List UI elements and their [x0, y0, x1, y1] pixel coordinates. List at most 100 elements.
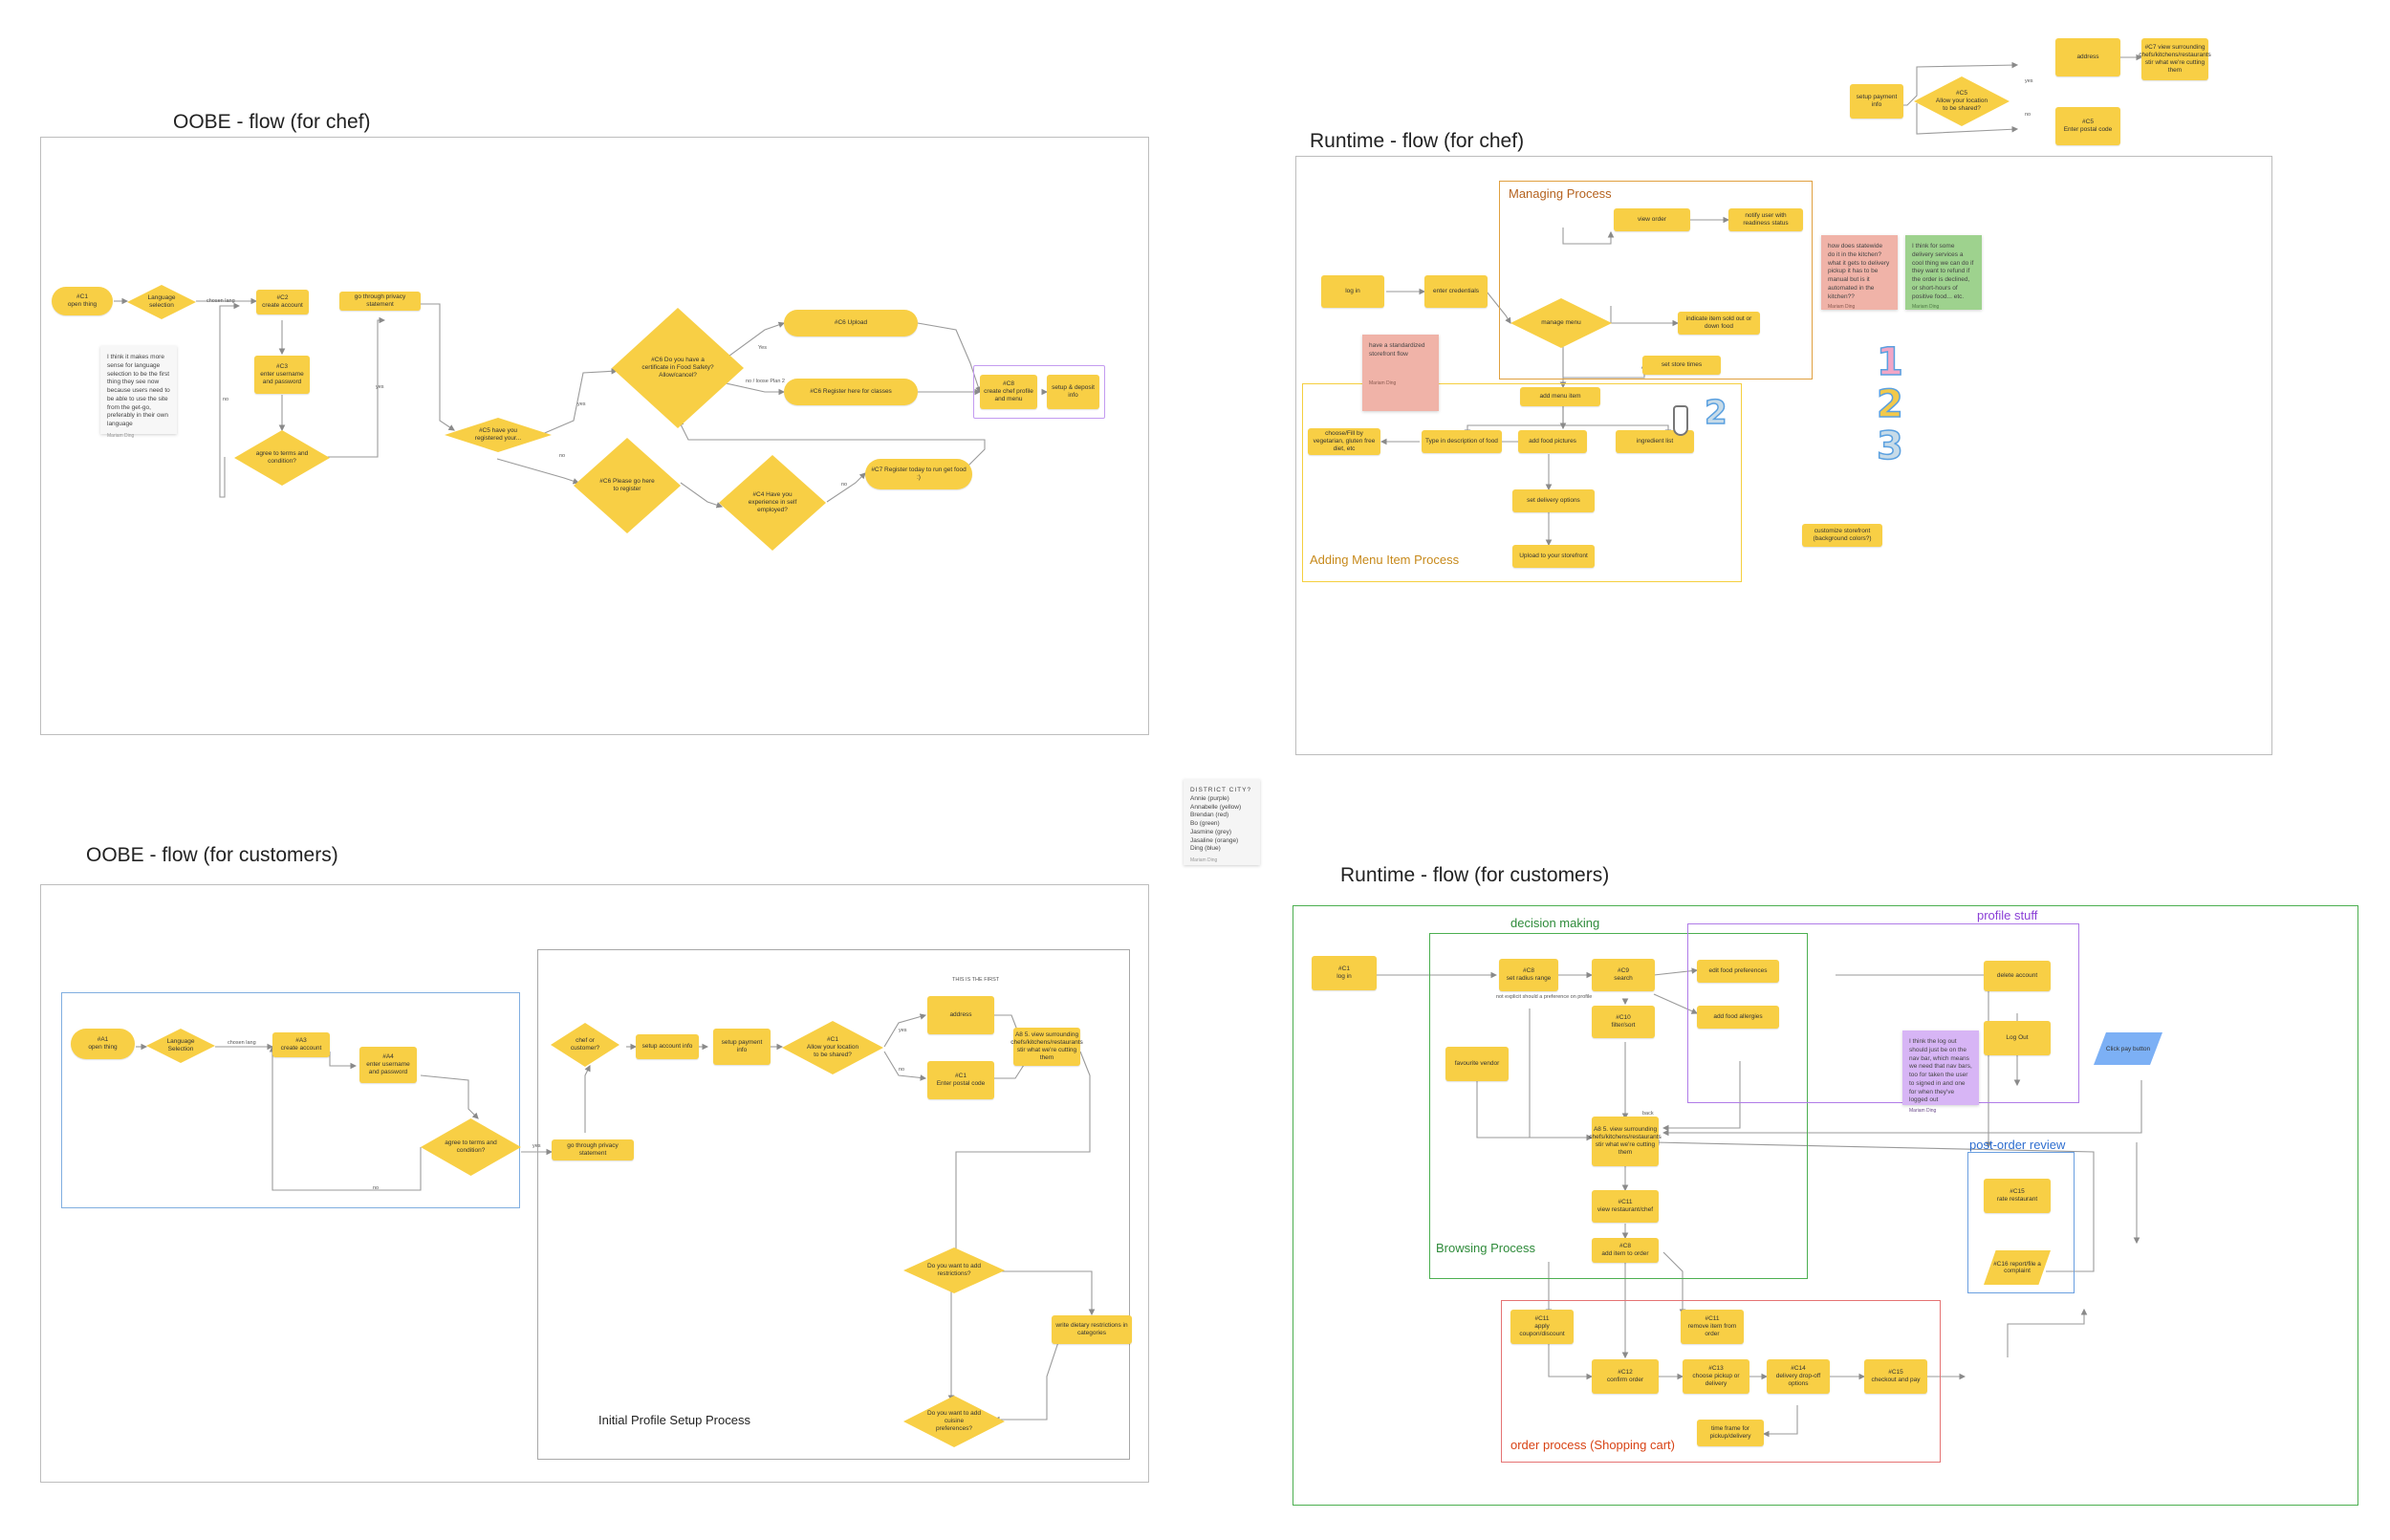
node-view-surrounding[interactable]: A8 5. view surrounding chefs/kitchens/re…	[1013, 1028, 1080, 1066]
node-register-here[interactable]: #C6 Register here for classes	[784, 379, 918, 405]
node-view-surrounding-top[interactable]: #C7 view surrounding chefs/kitchens/rest…	[2141, 38, 2208, 80]
label-order-process: order process (Shopping cart)	[1510, 1438, 1675, 1452]
node-enter-username[interactable]: #C3 enter username and password	[254, 356, 310, 394]
label-this-is-first: THIS IS THE FIRST	[952, 977, 999, 983]
node-login-chef[interactable]: log in	[1321, 275, 1384, 308]
node-type-description[interactable]: Type in description of food	[1422, 430, 1502, 453]
node-privacy[interactable]: go through privacy statement	[339, 292, 421, 311]
node-setup-account-info[interactable]: setup account info	[636, 1034, 699, 1059]
node-address[interactable]: address	[927, 996, 994, 1034]
node-address-top[interactable]: address	[2055, 38, 2120, 76]
node-remove-item[interactable]: #C11 remove item from order	[1681, 1310, 1744, 1344]
label-no: no	[223, 397, 228, 402]
node-write-restrictions[interactable]: write dietary restrictions in categories	[1052, 1315, 1132, 1344]
decision-please-register[interactable]: #C6 Please go here to register	[574, 438, 681, 533]
node-create-account[interactable]: #C2 create account	[256, 290, 309, 315]
node-register-today[interactable]: #C7 Register today to run get food :)	[865, 459, 972, 489]
label-no-3: no	[841, 482, 847, 488]
decision-certificate[interactable]: #C6 Do you have a certificate in Food Sa…	[612, 308, 744, 428]
sticker-number-2: 2	[1877, 382, 1903, 426]
label-no-later: no / loose Plan 2	[746, 379, 785, 384]
decision-agree-terms[interactable]: agree to terms and condition?	[234, 430, 330, 486]
node-login-customer[interactable]: #C1 log in	[1312, 956, 1377, 990]
node-add-food-allergies[interactable]: add food allergies	[1697, 1006, 1779, 1029]
node-rate-restaurant[interactable]: #C15 rate restaurant	[1984, 1179, 2051, 1213]
node-enter-postal[interactable]: #C1 Enter postal code	[927, 1061, 994, 1099]
node-choose-tags[interactable]: choose/Fill by vegetarian, gluten free d…	[1308, 428, 1380, 455]
decision-chef-or-customer[interactable]: chef or customer?	[551, 1023, 619, 1067]
node-log-out[interactable]: Log Out	[1984, 1021, 2051, 1055]
label-browsing-process: Browsing Process	[1436, 1241, 1535, 1255]
node-time-frame[interactable]: time frame for pickup/delivery	[1697, 1420, 1764, 1446]
node-view-restaurant[interactable]: #C11 view restaurant/chef	[1592, 1190, 1659, 1223]
label-not-explicit: not explicit should a preference on prof…	[1496, 994, 1592, 1000]
label-post-order: post-order review	[1969, 1138, 2065, 1152]
node-report-complaint[interactable]: #C16 report/file a complaint	[1984, 1250, 2051, 1285]
node-delete-account[interactable]: delete account	[1984, 961, 2051, 991]
decision-allow-location[interactable]: #C1 Allow your location to be shared?	[782, 1021, 883, 1074]
node-apply-coupon[interactable]: #C11 apply coupon/discount	[1510, 1310, 1574, 1344]
hand-cursor-icon	[1673, 405, 1688, 436]
node-add-item[interactable]: #C8 add item to order	[1592, 1238, 1659, 1263]
node-favourite-vendor[interactable]: favourite vendor	[1445, 1047, 1509, 1081]
label-no-location: no	[899, 1067, 904, 1073]
label-yes-location: yes	[899, 1028, 907, 1033]
label-adding-menu: Adding Menu Item Process	[1310, 553, 1459, 567]
decision-language-customer[interactable]: Language Selection	[146, 1029, 215, 1063]
note-kitchen-question: how does statewide do it in the kitchen?…	[1821, 235, 1898, 310]
node-upload[interactable]: #C6 Upload	[784, 310, 918, 336]
node-notify-user[interactable]: notify user with readiness status	[1728, 208, 1803, 231]
decision-agree-terms-customer[interactable]: agree to terms and condition?	[421, 1118, 521, 1176]
node-setup-payment-info[interactable]: setup payment info	[713, 1029, 771, 1065]
node-view-surrounding-customer[interactable]: A8 5. view surrounding chefs/kitchens/re…	[1592, 1117, 1659, 1166]
node-upload-storefront[interactable]: Upload to your storefront	[1512, 545, 1595, 568]
node-checkout[interactable]: #C15 checkout and pay	[1864, 1359, 1927, 1394]
node-customize-storefront[interactable]: customize storefront (background colors?…	[1802, 524, 1882, 547]
node-click-pay[interactable]: Click pay button	[2094, 1032, 2162, 1065]
node-add-pictures[interactable]: add food pictures	[1518, 430, 1587, 453]
note-refund-idea: I think for some delivery services a coo…	[1905, 235, 1982, 310]
node-filter-sort[interactable]: #C10 filter/sort	[1592, 1006, 1655, 1038]
title-oobe-chef: OOBE - flow (for chef)	[173, 111, 371, 134]
label-managing: Managing Process	[1509, 186, 1612, 201]
node-delivery-dropoff[interactable]: #C14 delivery drop-off options	[1767, 1359, 1830, 1394]
sticker-number-3: 3	[1877, 424, 1903, 468]
decision-manage-menu[interactable]: manage menu	[1510, 298, 1612, 348]
node-set-radius[interactable]: #C8 set radius range	[1499, 959, 1558, 991]
node-delivery-options[interactable]: set delivery options	[1512, 489, 1595, 512]
decision-allow-location-top[interactable]: #C5 Allow your location to be shared?	[1914, 76, 2010, 126]
decision-language[interactable]: Language selection	[127, 285, 196, 319]
node-set-store-times[interactable]: set store times	[1642, 356, 1721, 375]
node-edit-food-preferences[interactable]: edit food preferences	[1697, 960, 1779, 983]
label-no-customer: no	[373, 1185, 379, 1191]
node-indicate-sold-out[interactable]: indicate item sold out or down food	[1678, 312, 1760, 335]
node-enter-credentials[interactable]: enter credentials	[1424, 275, 1488, 308]
node-privacy-customer[interactable]: go through privacy statement	[552, 1139, 634, 1160]
node-enter-username-customer[interactable]: #A4 enter username and password	[359, 1047, 417, 1083]
label-yes-customer: yes	[532, 1143, 541, 1149]
node-enter-postal-top[interactable]: #C5 Enter postal code	[2055, 107, 2120, 145]
label-yes-top: yes	[2025, 78, 2033, 84]
node-setup-deposit[interactable]: setup & deposit info	[1047, 375, 1099, 409]
title-runtime-customers: Runtime - flow (for customers)	[1340, 864, 1609, 887]
node-open-thing-customer[interactable]: #A1 open thing	[71, 1029, 135, 1059]
node-open-thing[interactable]: #C1 open thing	[52, 287, 113, 315]
label-yes-2: Yes	[758, 345, 767, 351]
node-create-profile[interactable]: #C8 create chef profile and menu	[980, 375, 1037, 409]
node-view-order[interactable]: view order	[1614, 208, 1690, 231]
node-search[interactable]: #C9 search	[1592, 959, 1655, 991]
label-chosen-lang: chosen lang	[206, 298, 235, 304]
node-add-menu-item[interactable]: add menu item	[1520, 387, 1600, 406]
decision-experience[interactable]: #C4 Have you experience in self employed…	[719, 455, 826, 551]
label-yes-3: yes	[577, 401, 586, 407]
label-back: back	[1642, 1111, 1654, 1117]
decision-add-restrictions[interactable]: Do you want to add restrictions?	[903, 1247, 1005, 1293]
node-confirm-order[interactable]: #C12 confirm order	[1592, 1359, 1659, 1394]
decision-registered[interactable]: #C5 have you registered your...	[445, 418, 552, 452]
node-create-account-customer[interactable]: #A3 create account	[272, 1032, 330, 1057]
decision-add-preferences[interactable]: Do you want to add cuisine preferences?	[903, 1396, 1005, 1447]
node-choose-pickup[interactable]: #C13 choose pickup or delivery	[1683, 1359, 1749, 1394]
label-yes: yes	[376, 384, 384, 390]
node-setup-payment-top[interactable]: setup payment info	[1850, 84, 1903, 119]
